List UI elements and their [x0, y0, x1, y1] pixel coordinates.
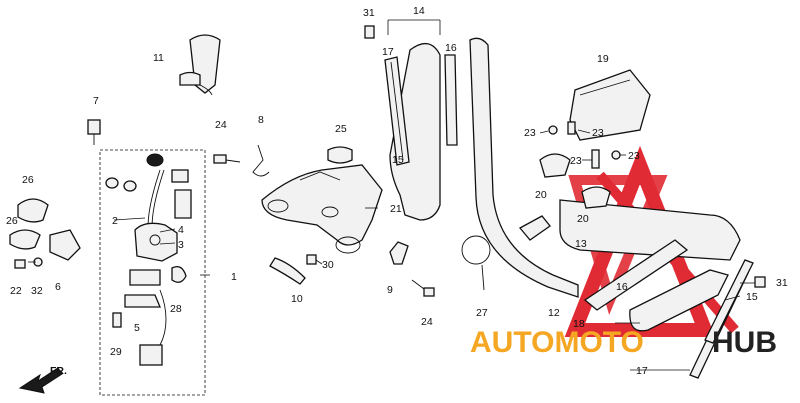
screw-31-right	[754, 276, 766, 288]
strip-15-right	[704, 259, 754, 344]
callout-13: 13	[575, 238, 587, 250]
callout-26-top: 26	[22, 174, 34, 186]
callout-23-b: 23	[592, 127, 604, 139]
bracket-6	[49, 229, 81, 261]
part-30-screw	[306, 254, 317, 265]
grommet-small	[105, 177, 119, 189]
part-11-holder	[179, 34, 221, 96]
cover-19	[569, 69, 651, 141]
callout-16-left: 16	[445, 42, 457, 54]
left-handlebar	[384, 43, 458, 221]
callout-31-right: 31	[776, 277, 788, 289]
watermark-text-b: HUB	[712, 326, 777, 359]
callout-21: 21	[390, 203, 402, 215]
callout-31-top: 31	[363, 7, 375, 19]
right-handlebar-pipe	[461, 37, 579, 298]
leader-lines	[113, 129, 755, 371]
connector-5	[139, 344, 163, 366]
front-arrow: FR.	[18, 365, 67, 394]
callout-24-bottom: 24	[421, 316, 433, 328]
callout-28: 28	[170, 303, 182, 315]
callout-4: 4	[178, 224, 184, 236]
clamp-26-bottom	[9, 229, 41, 250]
part-9-bracket	[389, 241, 409, 265]
callout-19: 19	[597, 53, 609, 65]
grommet-top	[146, 153, 164, 167]
callout-29: 29	[110, 346, 122, 358]
front-marker: FR.	[50, 365, 67, 377]
switch-block-upper	[129, 269, 161, 286]
callout-3: 3	[178, 239, 184, 251]
cylinder-part-4	[174, 189, 192, 219]
callout-14: 14	[413, 5, 425, 17]
clip-28	[171, 265, 187, 283]
callout-5: 5	[134, 322, 140, 334]
switch-block-lower	[124, 294, 161, 308]
screw-31-top	[364, 25, 375, 39]
switch-body	[134, 222, 178, 262]
callout-9: 9	[387, 284, 393, 296]
part-7-bolt	[87, 119, 101, 145]
callout-30: 30	[322, 259, 334, 271]
callout-11: 11	[153, 52, 164, 64]
part-10-band	[269, 257, 306, 285]
part-8-clip	[252, 144, 270, 177]
watermark-text: AUTOMOTO HUB	[470, 326, 777, 359]
callout-27: 27	[476, 307, 488, 319]
strip-16	[444, 54, 458, 146]
top-bridge-21	[261, 164, 383, 254]
callout-17-right: 17	[636, 365, 648, 377]
callout-16-right: 16	[616, 281, 628, 293]
callout-23-d: 23	[628, 150, 640, 162]
part-24-bolt-bottom	[411, 279, 435, 297]
callout-15-right: 15	[746, 291, 758, 303]
callout-22: 22	[10, 285, 22, 297]
callout-8: 8	[258, 114, 264, 126]
callout-17-left: 17	[382, 46, 394, 58]
grommet-small-2	[123, 180, 137, 192]
bulb-29	[112, 312, 122, 328]
callout-20-lower: 20	[577, 213, 589, 225]
callout-2: 2	[112, 215, 118, 227]
callout-23-a: 23	[524, 127, 536, 139]
part-25-nut	[327, 146, 353, 164]
right-handle-assembly	[559, 199, 766, 379]
callout-12: 12	[548, 307, 560, 319]
holder-20-upper	[539, 153, 571, 178]
callout-15-left: 15	[392, 154, 404, 166]
watermark-text-a: AUTOMOTO	[470, 326, 644, 359]
switch-assembly	[9, 149, 206, 396]
assembly-bracket-1	[99, 149, 206, 396]
bracket-18	[629, 269, 729, 332]
callout-23-c: 23	[570, 155, 582, 167]
clamp-26-top	[17, 198, 49, 223]
clip-13	[518, 215, 551, 241]
callout-6: 6	[55, 281, 61, 293]
callout-7: 7	[93, 95, 99, 107]
callout-32: 32	[31, 285, 43, 297]
callout-labels: 1 2 3 4 5 6 7 8 9 10 11 12 13 14 15 15 1…	[6, 5, 788, 377]
bracket-14	[387, 19, 441, 35]
screw-22	[14, 259, 26, 269]
holder-20-lower	[581, 186, 611, 209]
callout-20-upper: 20	[535, 189, 547, 201]
ring-27	[461, 235, 491, 265]
bolts-23	[548, 121, 621, 169]
callout-1: 1	[231, 271, 237, 283]
callout-25: 25	[335, 123, 347, 135]
callout-24-left: 24	[215, 119, 227, 131]
part-24-bolt-left	[213, 154, 241, 164]
callout-18: 18	[573, 318, 585, 330]
callout-26-bottom: 26	[6, 215, 18, 227]
callout-10: 10	[291, 293, 303, 305]
